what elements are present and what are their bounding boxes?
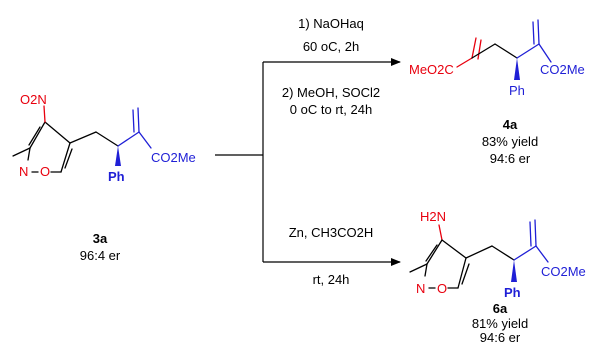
product-6a: H2N N O CO2Me Ph 6a 81% yield 94:6 er (409, 209, 586, 343)
bottom-reaction-conditions: Zn, CH3CO2H rt, 24h (289, 225, 374, 287)
reaction-arrows (215, 58, 401, 266)
stereo-wedge (115, 146, 121, 166)
step1-reagent: 1) NaOHaq (298, 16, 364, 31)
yield-label-6a: 81% yield (472, 316, 528, 331)
step1-conditions: 60 oC, 2h (303, 39, 359, 54)
ester-label: CO2Me (151, 150, 196, 165)
phenyl-label: Ph (504, 285, 521, 300)
yield-label-4a: 83% yield (482, 134, 538, 149)
starting-material-3a: O2N N O CO2Me Ph 3a 96:4 er (12, 92, 196, 263)
reduction-reagent: Zn, CH3CO2H (289, 225, 374, 240)
phenyl-label: Ph (509, 83, 525, 98)
nitro-group-label: O2N (20, 92, 47, 107)
step2-conditions: 0 oC to rt, 24h (290, 102, 372, 117)
isoxazole-ring (409, 239, 470, 289)
ring-oxygen-label: O (437, 281, 447, 296)
stereo-wedge (514, 58, 520, 80)
ring-nitrogen-label: N (416, 281, 425, 296)
reduction-conditions: rt, 24h (313, 272, 350, 287)
side-chain (69, 107, 152, 166)
phenyl-label: Ph (108, 169, 125, 184)
compound-label-3a: 3a (93, 231, 108, 246)
ring-oxygen-label: O (40, 164, 50, 179)
isoxazole-ring (12, 121, 73, 173)
right-ester-label: CO2Me (540, 62, 585, 77)
ester-label: CO2Me (541, 264, 586, 279)
top-reaction-conditions: 1) NaOHaq 60 oC, 2h 2) MeOH, SOCl2 0 oC … (282, 16, 380, 117)
compound-label-4a: 4a (503, 117, 518, 132)
ring-nitrogen-label: N (19, 164, 28, 179)
stereo-wedge (511, 260, 517, 282)
compound-label-6a: 6a (493, 301, 508, 316)
er-label-3a: 96:4 er (80, 248, 121, 263)
product-4a: MeO2C CO2Me Ph 4a 83% yield 94:6 er (409, 19, 585, 166)
er-label-4a: 94:6 er (490, 151, 531, 166)
step2-reagent: 2) MeOH, SOCl2 (282, 85, 380, 100)
left-ester-label: MeO2C (409, 62, 454, 77)
nitro-bond (43, 105, 46, 123)
er-label-6a: 94:6 er (480, 330, 521, 343)
amine-label: H2N (420, 209, 446, 224)
